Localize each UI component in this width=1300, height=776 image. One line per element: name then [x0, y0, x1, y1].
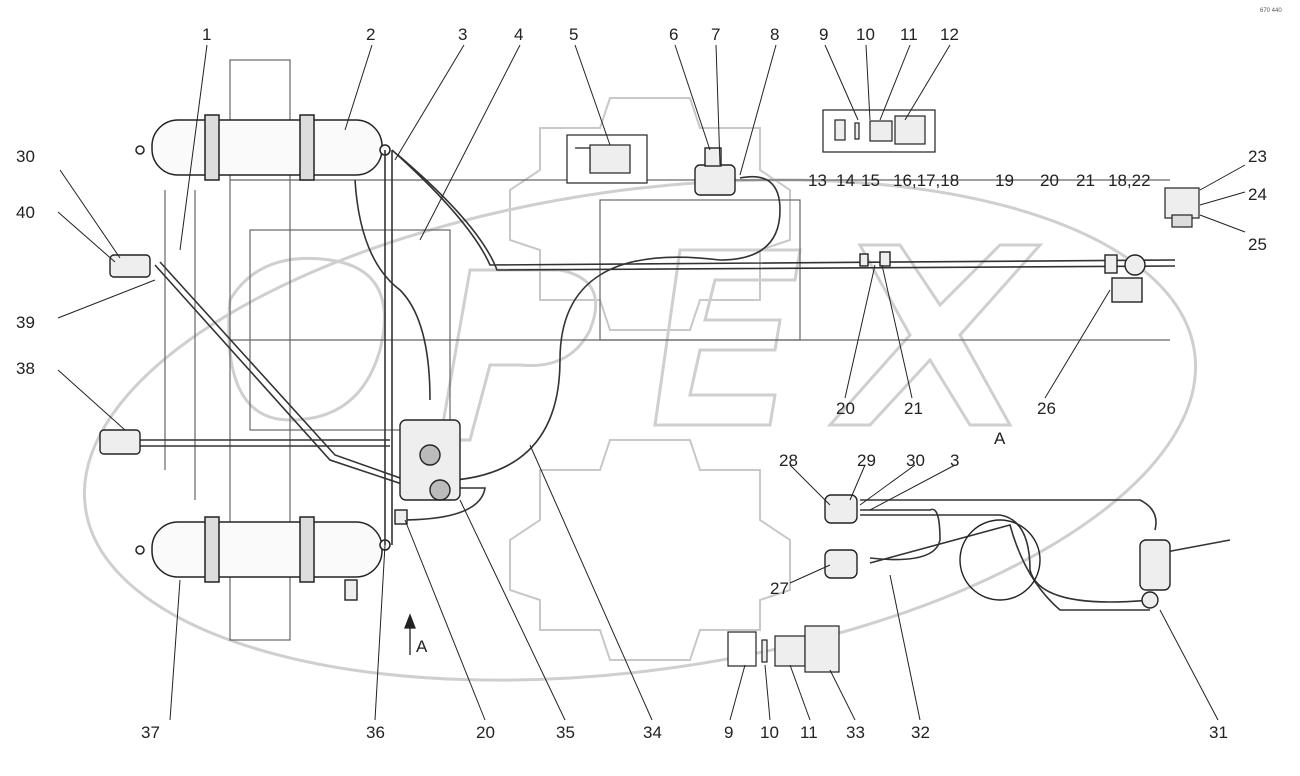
- callout-left-2: 39: [16, 313, 35, 332]
- air-receiver-bottom: [135, 516, 391, 583]
- detail-fitting-bottom: [727, 625, 840, 673]
- callout-bottom-2: 20: [476, 723, 495, 742]
- callout-top-9: 10: [856, 25, 875, 44]
- callout-bottom-7: 11: [800, 723, 818, 742]
- callout-tr-7: 18,22: [1108, 171, 1151, 190]
- callout-tr-4: 19: [995, 171, 1014, 190]
- callout-top-8: 9: [819, 25, 828, 44]
- view-arrow: [404, 613, 416, 655]
- callout-top-7: 8: [770, 25, 779, 44]
- callout-tr-0: 13: [808, 171, 827, 190]
- callout-lm-1: 29: [857, 451, 876, 470]
- callout-lm-3: 3: [950, 451, 959, 470]
- callout-labels: 670 440 1 2 3 4 5 6 7 8 9 10 11 12 13 14…: [16, 8, 1282, 742]
- callout-tr-3: 16,17,18: [893, 171, 959, 190]
- detail-box-23-25: [1164, 187, 1200, 228]
- callout-mid-2: 26: [1037, 399, 1056, 418]
- detail-box-9-12: [822, 109, 936, 153]
- corner-code: 670 440: [1260, 8, 1282, 14]
- callout-left-0: 30: [16, 147, 35, 166]
- callout-top-2: 3: [458, 25, 467, 44]
- arrow-label: A: [416, 637, 428, 656]
- callout-left-3: 38: [16, 359, 35, 378]
- watermark-gear: [509, 97, 791, 661]
- callout-top-0: 1: [202, 25, 211, 44]
- callout-bottom-4: 34: [643, 723, 662, 742]
- callout-bottom-3: 35: [556, 723, 575, 742]
- air-receiver-top: [135, 114, 391, 181]
- callout-tr-2: 15: [861, 171, 880, 190]
- air-lines: [140, 149, 1231, 611]
- callout-bottom-6: 10: [760, 723, 779, 742]
- callout-bottom-1: 36: [366, 723, 385, 742]
- callout-right-2: 25: [1248, 235, 1267, 254]
- callout-bottom-9: 32: [911, 723, 930, 742]
- callout-lm-0: 28: [779, 451, 798, 470]
- callout-bottom-0: 37: [141, 723, 160, 742]
- callout-tr-5: 20: [1040, 171, 1059, 190]
- callout-bottom-8: 33: [846, 723, 865, 742]
- callout-bottom-5: 9: [724, 723, 733, 742]
- callout-tr-6: 21: [1076, 171, 1095, 190]
- callout-top-10: 11: [900, 25, 918, 44]
- leader-lines: [57, 44, 1246, 721]
- callout-top-4: 5: [569, 25, 578, 44]
- callout-lm-2: 30: [906, 451, 925, 470]
- callout-mid-0: 20: [836, 399, 855, 418]
- callout-top-6: 7: [711, 25, 720, 44]
- callout-bottom-10: 31: [1209, 723, 1228, 742]
- components: [99, 147, 1171, 609]
- callout-top-1: 2: [366, 25, 375, 44]
- callout-right-0: 23: [1248, 147, 1267, 166]
- callout-left-1: 40: [16, 203, 35, 222]
- detail-box-5: [566, 134, 648, 184]
- watermark-ring: [82, 178, 1198, 682]
- watermark-text: [227, 243, 1044, 442]
- callout-tr-1: 14: [836, 171, 855, 190]
- view-label: A: [994, 429, 1006, 448]
- callout-right-1: 24: [1248, 185, 1267, 204]
- callout-top-11: 12: [940, 25, 959, 44]
- callout-top-3: 4: [514, 25, 523, 44]
- callout-top-5: 6: [669, 25, 678, 44]
- callout-lm-4: 27: [770, 579, 789, 598]
- callout-mid-1: 21: [904, 399, 923, 418]
